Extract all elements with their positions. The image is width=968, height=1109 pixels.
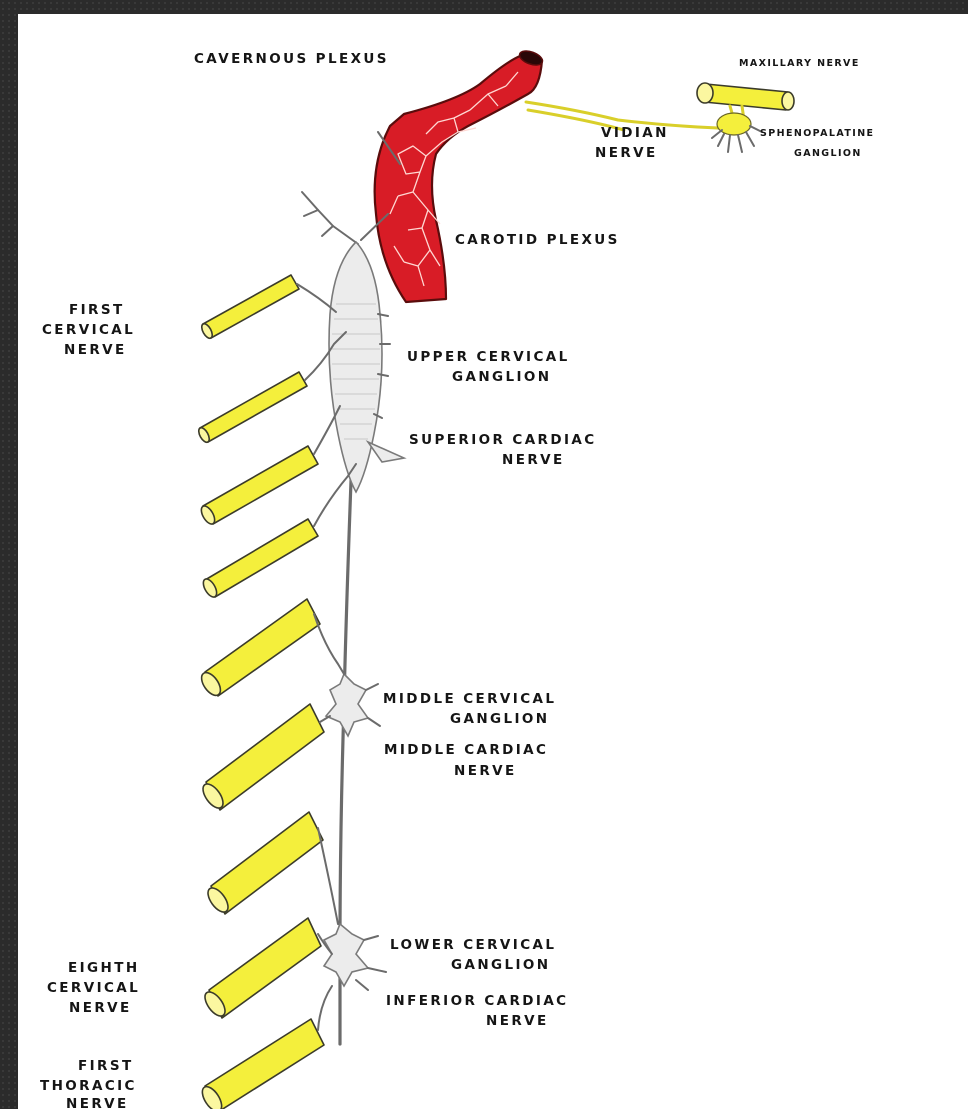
label-first-cervical-2: CERVICAL bbox=[42, 322, 135, 338]
label-maxillary-nerve: MAXILLARY NERVE bbox=[739, 58, 860, 69]
label-sphenopalatine-2: GANGLION bbox=[794, 148, 862, 159]
spinal-nerve-2 bbox=[197, 332, 346, 444]
label-inferior-cardiac-1: INFERIOR CARDIAC bbox=[386, 993, 569, 1009]
label-first-thoracic-3: NERVE bbox=[66, 1096, 129, 1109]
spinal-nerve-8 bbox=[201, 918, 332, 1019]
sphenopalatine-ganglion bbox=[526, 83, 794, 152]
label-first-thoracic-2: THORACIC bbox=[40, 1078, 137, 1094]
label-cavernous-plexus: CAVERNOUS PLEXUS bbox=[194, 51, 389, 67]
spinal-nerve-6 bbox=[199, 704, 330, 811]
carotid-artery bbox=[375, 48, 545, 302]
label-eighth-cervical-2: CERVICAL bbox=[47, 980, 140, 996]
label-eighth-cervical-3: NERVE bbox=[69, 1000, 132, 1016]
label-superior-cardiac-1: SUPERIOR CARDIAC bbox=[409, 432, 597, 448]
label-middle-cervical-1: MIDDLE CERVICAL bbox=[383, 691, 556, 707]
label-superior-cardiac-2: NERVE bbox=[502, 452, 565, 468]
label-upper-cervical-2: GANGLION bbox=[452, 369, 552, 385]
label-middle-cervical-2: GANGLION bbox=[450, 711, 550, 727]
slide-canvas: CAVERNOUS PLEXUS MAXILLARY NERVE VIDIAN … bbox=[18, 14, 968, 1109]
spinal-nerve-7 bbox=[204, 812, 338, 924]
middle-cervical-ganglion bbox=[326, 674, 380, 736]
lower-cervical-ganglion bbox=[324, 924, 386, 990]
spinal-nerve-1 bbox=[200, 275, 336, 340]
label-sphenopalatine-1: SPHENOPALATINE bbox=[760, 128, 874, 139]
label-middle-cardiac-1: MIDDLE CARDIAC bbox=[384, 742, 548, 758]
spinal-nerve-5 bbox=[198, 599, 344, 699]
label-lower-cervical-1: LOWER CERVICAL bbox=[390, 937, 556, 953]
label-lower-cervical-2: GANGLION bbox=[451, 957, 551, 973]
label-carotid-plexus: CAROTID PLEXUS bbox=[455, 232, 620, 248]
label-middle-cardiac-2: NERVE bbox=[454, 763, 517, 779]
label-upper-cervical-1: UPPER CERVICAL bbox=[407, 349, 570, 365]
label-vidian-nerve-2: NERVE bbox=[595, 145, 658, 161]
label-vidian-nerve-1: VIDIAN bbox=[601, 125, 669, 141]
label-first-cervical-1: FIRST bbox=[69, 302, 125, 318]
label-first-thoracic-1: FIRST bbox=[78, 1058, 134, 1074]
label-inferior-cardiac-2: NERVE bbox=[486, 1013, 549, 1029]
sympathetic-trunk-diagram: CAVERNOUS PLEXUS MAXILLARY NERVE VIDIAN … bbox=[18, 14, 968, 1109]
label-first-cervical-3: NERVE bbox=[64, 342, 127, 358]
label-eighth-cervical-1: EIGHTH bbox=[68, 960, 140, 976]
